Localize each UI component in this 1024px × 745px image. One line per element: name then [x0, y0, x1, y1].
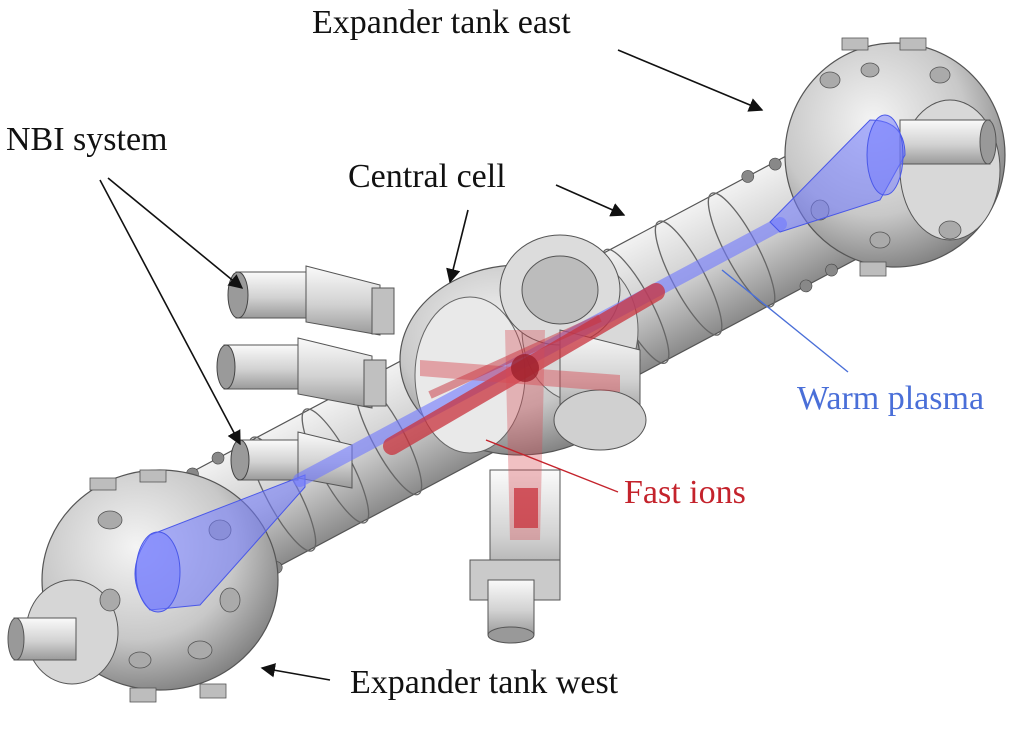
- leader-warm-plasma: [721, 269, 849, 373]
- nbi-injector-middle: [216, 337, 387, 409]
- arrow-expander-east: [617, 49, 764, 112]
- label-expander-tank-west: Expander tank west: [350, 664, 619, 701]
- arrow-central-cell-right: [555, 184, 626, 217]
- arrow-nbi-bottom: [99, 179, 241, 446]
- fast-ions-column: [383, 283, 665, 540]
- arrow-expander-west: [260, 663, 331, 681]
- callout-arrows: [99, 49, 849, 681]
- nbi-injector-top: [227, 265, 395, 336]
- arrow-nbi-top: [107, 177, 244, 289]
- warm-plasma-column: [134, 114, 906, 613]
- label-nbi-system: NBI system: [6, 121, 168, 158]
- label-expander-tank-east: Expander tank east: [312, 4, 571, 41]
- label-fast-ions: Fast ions: [624, 474, 746, 511]
- leader-fast-ions: [485, 439, 619, 493]
- label-warm-plasma: Warm plasma: [797, 380, 985, 417]
- arrow-central-cell-left: [446, 209, 469, 284]
- label-central-cell: Central cell: [348, 158, 506, 195]
- nbi-injector-right: [553, 329, 647, 451]
